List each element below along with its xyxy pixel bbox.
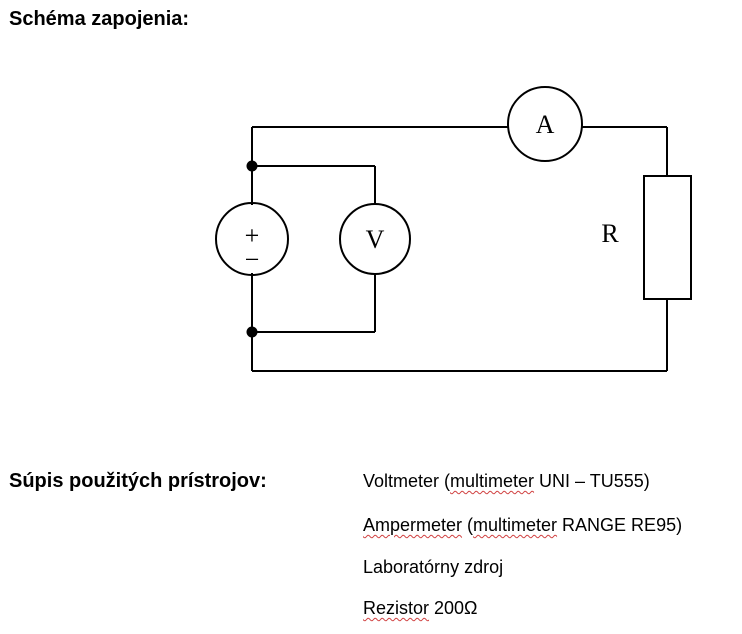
instrument-text: Voltmeter ( (363, 471, 451, 491)
junction-dot-bottom (246, 326, 258, 338)
instrument-item: Ampermeter (multimeter RANGE RE95) (363, 515, 682, 536)
instruments-heading: Súpis použitých prístrojov: (9, 470, 267, 492)
instrument-item: Laboratórny zdroj (363, 557, 503, 578)
voltmeter-symbol (339, 203, 411, 275)
spellcheck-flagged-word: multimeter (450, 471, 535, 491)
instrument-item: Voltmeter (multimeter UNI – TU555) (363, 471, 650, 492)
spellcheck-flagged-word: Rezistor (363, 598, 430, 618)
source-symbol (215, 202, 289, 276)
instrument-item: Rezistor 200Ω (363, 598, 478, 619)
spellcheck-flagged-word: Ampermeter (363, 515, 463, 535)
instrument-text: ( (462, 515, 474, 535)
ammeter-symbol (507, 86, 583, 162)
instrument-text: UNI – TU555) (534, 471, 650, 491)
source-minus-sign: − (245, 245, 260, 274)
voltmeter-label: V (366, 225, 385, 254)
spellcheck-flagged-word: multimeter (473, 515, 558, 535)
junction-dot-top (246, 160, 258, 172)
circuit-diagram: A V R + − (215, 86, 692, 372)
schema-heading: Schéma zapojenia: (9, 8, 190, 30)
instrument-text: RANGE RE95) (557, 515, 683, 535)
resistor-label: R (601, 219, 619, 248)
instrument-text: 200Ω (429, 598, 478, 618)
source-plus-sign: + (245, 221, 260, 250)
instrument-text: Laboratórny zdroj (363, 557, 504, 577)
ammeter-label: A (536, 110, 555, 139)
resistor-symbol (643, 175, 692, 300)
